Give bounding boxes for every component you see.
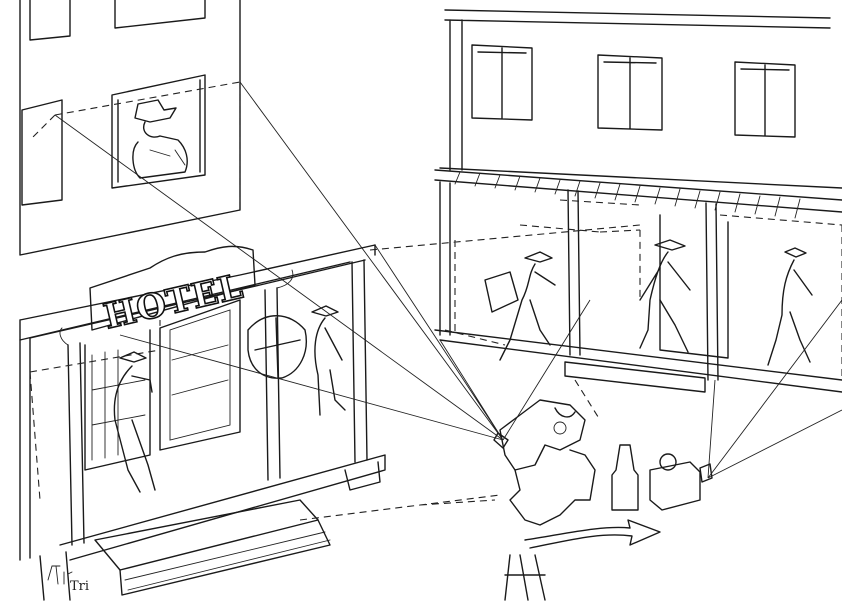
camera-sight-lines [55,82,842,478]
storefront-building [435,10,842,392]
main-camera [494,400,660,600]
small-camera-right [612,445,712,510]
window-with-rifleman [112,75,205,188]
artist-signature-text: Tri [70,579,89,594]
